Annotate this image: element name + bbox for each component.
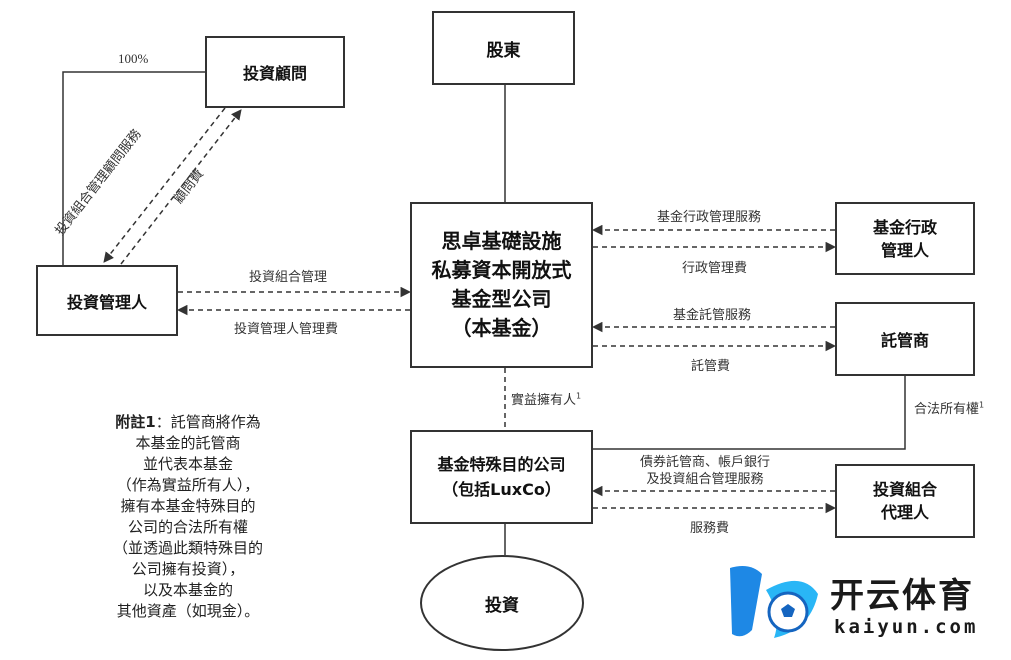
fund-admin-label-1: 基金行政 (872, 217, 937, 237)
fund-admin-box: 基金行政 管理人 (835, 202, 975, 275)
kaiyun-logo-icon (730, 566, 818, 638)
manager-box: 投資管理人 (36, 265, 178, 336)
footnote-line-7: 公司擁有投資）， (131, 560, 245, 578)
legal-owner-label: 合法所有權1 (914, 400, 985, 417)
fund-label-2: 私募資本開放式 (431, 258, 572, 282)
ownership-pct-label: 100% (118, 51, 149, 66)
admin-service-label: 基金行政管理服務 (657, 210, 762, 225)
admin-fee-label: 行政管理費 (682, 261, 748, 276)
service-fee-label: 服務費 (690, 521, 730, 536)
footnote-line-6: （並透過此類特殊目的 (112, 539, 263, 557)
fund-admin-label-2: 管理人 (880, 240, 929, 260)
fund-label-1: 思卓基礎設施 (441, 229, 562, 253)
footnote-line-0: 附註1：託管商將作為 (115, 413, 261, 431)
footnote-line-9: 其他資產（如現金）。 (116, 602, 260, 620)
beneficial-owner-label: 實益擁有人1 (511, 391, 582, 408)
footnote-line-3: （作為實益所有人）， (116, 476, 260, 494)
investments-label: 投資 (485, 595, 519, 616)
shareholders-label: 股東 (486, 40, 521, 61)
legal-ownership-line (593, 376, 906, 450)
portfolio-agent-box: 投資組合 代理人 (835, 464, 975, 538)
bond-service-label: 債券託管商、帳戶銀行 及投資組合管理服務 (640, 455, 771, 487)
spv-label-1: 基金特殊目的公司 (437, 455, 566, 474)
footnote: 附註1：託管商將作為 本基金的託管商 並代表本基金 （作為實益所有人）， 擁有本… (88, 412, 288, 622)
portfolio-agent-label-2: 代理人 (880, 503, 929, 522)
custodian-box: 託管商 (835, 302, 975, 376)
custodian-label: 託管商 (880, 331, 929, 350)
footnote-line-5: 公司的合法所有權 (127, 518, 248, 536)
advisor-box: 投資顧問 (205, 36, 345, 108)
manager-label: 投資管理人 (66, 292, 147, 312)
custody-fee-label: 託管費 (691, 359, 731, 374)
footnote-line-8: 以及本基金的 (142, 581, 233, 599)
spv-label-2: （包括LuxCo） (442, 480, 561, 499)
advisor-label: 投資顧問 (242, 64, 307, 83)
ownership-line-100 (62, 71, 205, 265)
mgmt-fee-label: 投資管理人管理費 (234, 322, 339, 337)
advisory-service-arrow (103, 107, 226, 263)
fund-label-4: （本基金） (451, 316, 552, 340)
kaiyun-brand-cn: 开云体育 (830, 576, 974, 616)
shareholders-box: 股東 (432, 11, 575, 85)
portfolio-agent-label-1: 投資組合 (872, 480, 937, 499)
investments-ellipse: 投資 (420, 555, 584, 651)
kaiyun-watermark: 开云体育 kaiyun.com (722, 560, 992, 644)
kaiyun-brand-en: kaiyun.com (834, 616, 979, 638)
custody-service-label: 基金託管服務 (673, 308, 752, 323)
footnote-line-2: 並代表本基金 (142, 455, 233, 473)
footnote-line-1: 本基金的託管商 (135, 434, 241, 452)
footnote-line-4: 擁有本基金特殊目的 (120, 497, 256, 515)
spv-box: 基金特殊目的公司 （包括LuxCo） (410, 430, 593, 524)
fund-box: 思卓基礎設施 私募資本開放式 基金型公司 （本基金） (410, 202, 593, 368)
portfolio-mgmt-label: 投資組合管理 (249, 270, 328, 285)
advisory-fee-arrow (120, 109, 242, 265)
fund-label-3: 基金型公司 (451, 287, 552, 311)
